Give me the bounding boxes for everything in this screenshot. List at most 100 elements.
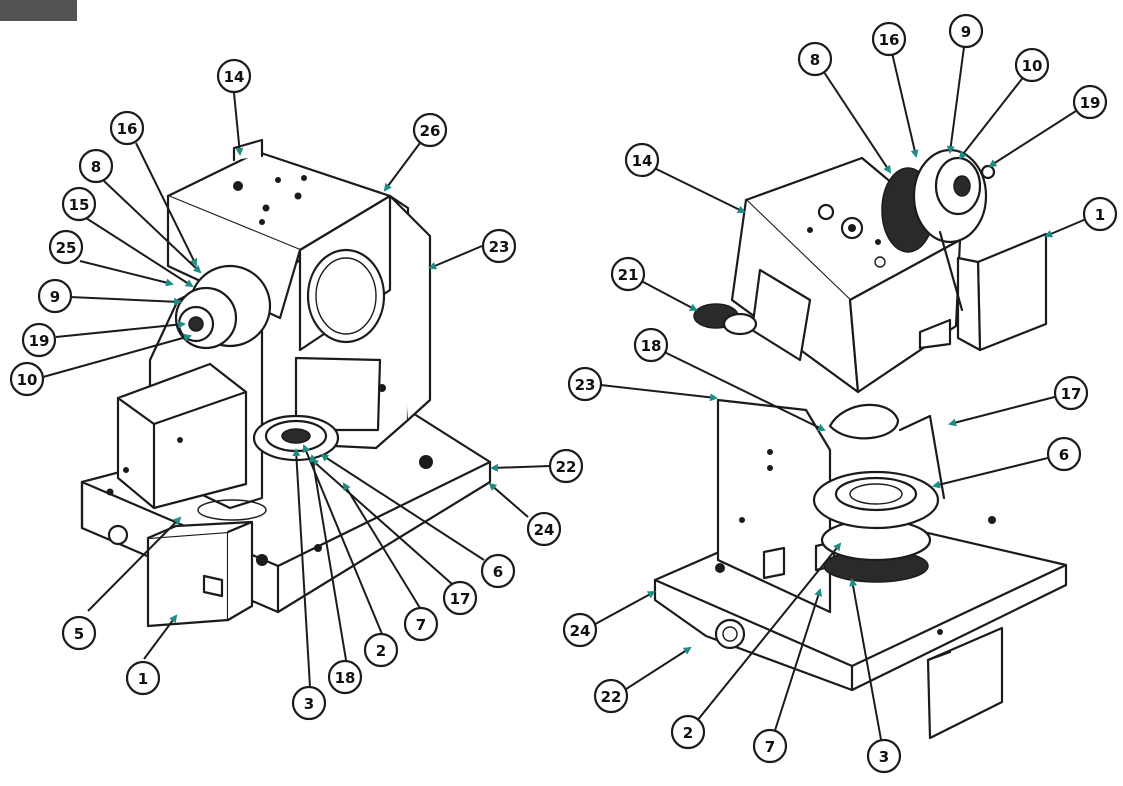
callout-number: 7 [416, 616, 426, 634]
callout-14: 14 [216, 58, 252, 94]
left-tilt-head [166, 138, 392, 352]
callout-24: 24 [562, 612, 598, 648]
callout-number: 17 [450, 590, 471, 608]
callout-circle [216, 58, 252, 94]
left-bearing-stack [197, 414, 340, 521]
callout-2: 2 [363, 632, 399, 668]
callout-22: 22 [593, 678, 629, 714]
callout-number: 24 [534, 521, 555, 539]
right-bearing-stack [812, 403, 946, 583]
callout-number: 21 [618, 266, 639, 284]
callout-17: 17 [1053, 375, 1089, 411]
left-bottom-motor [107, 520, 254, 628]
callout-circle [871, 21, 907, 57]
callout-23: 23 [567, 366, 603, 402]
callout-circle [109, 110, 145, 146]
callout-1: 1 [1082, 196, 1118, 232]
callout-6: 6 [1046, 436, 1082, 472]
callout-1: 1 [125, 660, 161, 696]
callout-number: 25 [56, 239, 77, 257]
callout-number: 10 [17, 371, 38, 389]
callout-number: 1 [138, 670, 148, 688]
callout-number: 22 [556, 458, 577, 476]
callout-number: 15 [69, 196, 90, 214]
callout-circle [442, 580, 478, 616]
callout-circle [526, 511, 562, 547]
callout-number: 2 [683, 724, 693, 742]
callout-circle [9, 361, 45, 397]
callout-number: 24 [570, 622, 591, 640]
callout-circle [78, 148, 114, 184]
callout-circle [412, 112, 448, 148]
callout-circle [562, 612, 598, 648]
callout-5: 5 [61, 615, 97, 651]
callout-circle [670, 714, 706, 750]
callout-21: 21 [610, 256, 646, 292]
callout-number: 9 [961, 23, 971, 41]
callout-number: 6 [493, 563, 503, 581]
callout-7: 7 [752, 728, 788, 764]
callout-14: 14 [624, 142, 660, 178]
callout-number: 7 [765, 738, 775, 756]
callout-number: 9 [50, 288, 60, 306]
callout-circle [327, 659, 363, 695]
callout-18: 18 [327, 659, 363, 695]
callout-2: 2 [670, 714, 706, 750]
callout-16: 16 [109, 110, 145, 146]
callout-24: 24 [526, 511, 562, 547]
callout-circle [567, 366, 603, 402]
callout-number: 14 [224, 68, 245, 86]
callout-19: 19 [1072, 84, 1108, 120]
callout-circle [866, 738, 902, 774]
callout-number: 8 [810, 51, 820, 69]
callout-6: 6 [480, 553, 516, 589]
callout-23: 23 [481, 228, 517, 264]
callout-number: 1 [1095, 206, 1105, 224]
callout-number: 14 [632, 152, 653, 170]
callout-circle [125, 660, 161, 696]
right-knob [693, 303, 758, 336]
callout-number: 16 [117, 120, 138, 138]
callout-number: 10 [1022, 57, 1043, 75]
right-tilt-head [730, 156, 962, 394]
callout-circle [593, 678, 629, 714]
callout-16: 16 [871, 21, 907, 57]
left-side-motor [116, 362, 248, 510]
callout-10: 10 [1014, 47, 1050, 83]
callout-number: 6 [1059, 446, 1069, 464]
callout-circle [363, 632, 399, 668]
callout-circle [403, 606, 439, 642]
callout-number: 23 [489, 238, 510, 256]
callout-number: 26 [420, 122, 441, 140]
callout-circle [752, 728, 788, 764]
callout-circle [1072, 84, 1108, 120]
callout-circle [1046, 436, 1082, 472]
callout-circle [61, 186, 97, 222]
callout-circle [1082, 196, 1118, 232]
callout-number: 19 [1080, 94, 1101, 112]
right-tilt-pulley [881, 148, 996, 312]
callout-circle [797, 41, 833, 77]
right-side-motor [956, 232, 1048, 352]
callout-number: 3 [304, 695, 314, 713]
callout-number: 18 [335, 669, 356, 687]
callout-3: 3 [866, 738, 902, 774]
callout-number: 23 [575, 376, 596, 394]
callout-circle [21, 322, 57, 358]
callout-circle [37, 278, 73, 314]
callout-15: 15 [61, 186, 97, 222]
callout-8: 8 [78, 148, 114, 184]
callout-number: 3 [879, 748, 889, 766]
callout-number: 22 [601, 688, 622, 706]
callout-22: 22 [548, 448, 584, 484]
callout-9: 9 [948, 13, 984, 49]
callout-3: 3 [291, 685, 327, 721]
callout-17: 17 [442, 580, 478, 616]
callout-circle [291, 685, 327, 721]
